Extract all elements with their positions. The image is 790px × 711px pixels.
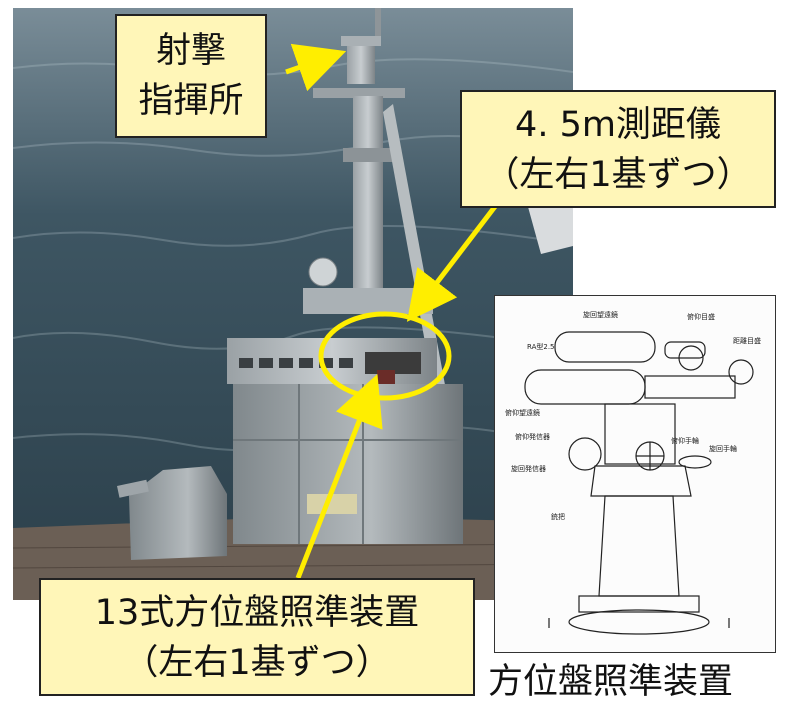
callout-rangefinder-line2: （左右1基ずつ） [484,155,752,195]
highlight-ring [318,311,452,401]
callout-fire-control-line1: 射撃 [155,31,226,71]
director-diagram: 旋回望遠鏡 俯仰目盛 距離目盛 RA型2.5 俯仰望遠鏡 俯仰発信器 俯仰手輪 … [494,295,776,653]
callout-fire-control: 射撃 指揮所 [115,14,267,138]
diagram-label-9: 銃把 [551,513,565,521]
diagram-caption: 方位盤照準装置 [488,662,734,702]
director-line-drawing [524,331,754,635]
callout-director-line2: （左右1基ずつ） [123,643,391,683]
diagram-label-2: 距離目盛 [733,337,761,345]
diagram-label-4: 俯仰望遠鏡 [505,409,540,417]
callout-director: 13式方位盤照準装置 （左右1基ずつ） [39,578,475,696]
diagram-label-0: 旋回望遠鏡 [583,311,618,319]
callout-fire-control-line2: 指揮所 [138,81,244,121]
diagram-label-7: 旋回手輪 [709,445,737,453]
diagram-label-6: 俯仰手輪 [671,437,699,445]
diagram-label-1: 俯仰目盛 [687,313,715,321]
diagram-label-3: RA型2.5 [527,343,555,351]
callout-director-line1: 13式方位盤照準装置 [94,593,420,633]
callout-rangefinder: 4. 5m測距儀 （左右1基ずつ） [460,90,776,208]
diagram-label-8: 旋回発信器 [511,465,546,473]
callout-rangefinder-line1: 4. 5m測距儀 [515,105,721,145]
diagram-label-5: 俯仰発信器 [515,433,550,441]
